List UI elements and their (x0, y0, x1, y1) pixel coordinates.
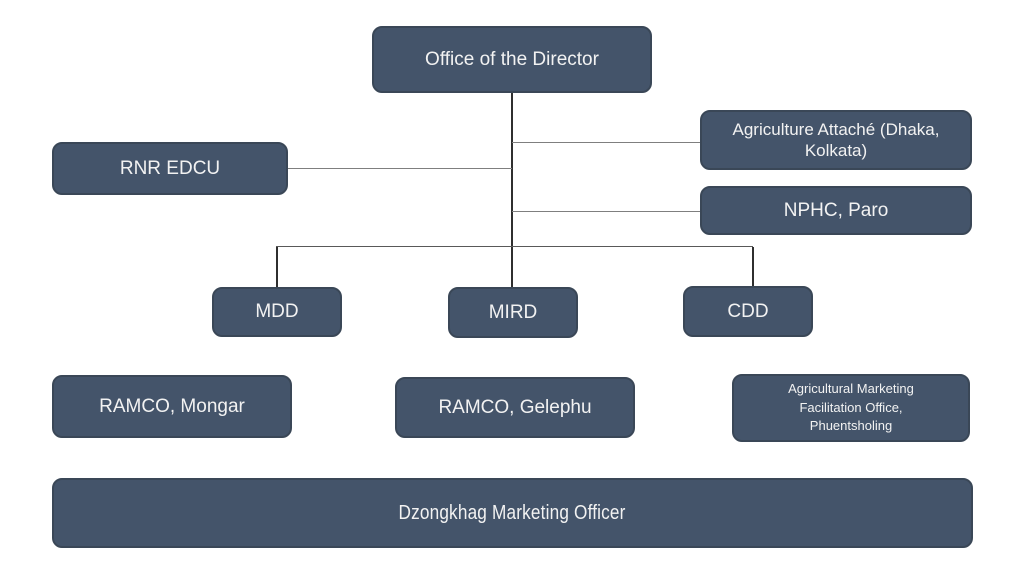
org-node-label: RNR EDCU (119, 157, 221, 179)
org-node-label: Dzongkhag Marketing Officer (398, 501, 627, 524)
org-node-label: NPHC, Paro (783, 199, 889, 221)
org-node-label: RAMCO, Gelephu (438, 396, 592, 418)
connector-office-to-nphc (512, 211, 700, 212)
org-node-cdd: CDD (683, 286, 813, 337)
org-node-ramco-gelephu: RAMCO, Gelephu (395, 377, 635, 438)
org-node-nphc-paro: NPHC, Paro (700, 186, 972, 235)
org-node-label: RAMCO, Mongar (99, 395, 245, 417)
org-node-office-of-the-director: Office of the Director (372, 26, 652, 93)
connector-trunk-to-mird (511, 247, 513, 287)
connector-office-to-attache (512, 142, 700, 143)
connector-trunk-vertical (511, 93, 513, 247)
org-node-mird: MIRD (448, 287, 578, 338)
org-node-rnr-edcu: RNR EDCU (52, 142, 288, 195)
org-node-ramco-mongar: RAMCO, Mongar (52, 375, 292, 438)
connector-drop-to-cdd (752, 247, 754, 286)
org-node-amfo-phuentsholing: Agricultural Marketing Facilitation Offi… (732, 374, 970, 442)
org-node-label: CDD (727, 300, 769, 322)
org-node-mdd: MDD (212, 287, 342, 337)
org-node-agriculture-attache: Agriculture Attaché (Dhaka, Kolkata) (700, 110, 972, 170)
org-node-label: Office of the Director (425, 48, 599, 70)
org-node-label: MDD (255, 301, 299, 323)
org-node-label: Agricultural Marketing Facilitation Offi… (788, 380, 914, 434)
connector-office-to-rnr-edcu (288, 168, 512, 169)
connector-division-row (276, 246, 753, 247)
connector-drop-to-mdd (276, 247, 278, 287)
org-node-dzongkhag-marketing-officer: Dzongkhag Marketing Officer (52, 478, 973, 548)
org-node-label: Agriculture Attaché (Dhaka, Kolkata) (732, 119, 940, 160)
org-node-label: MIRD (488, 301, 538, 323)
